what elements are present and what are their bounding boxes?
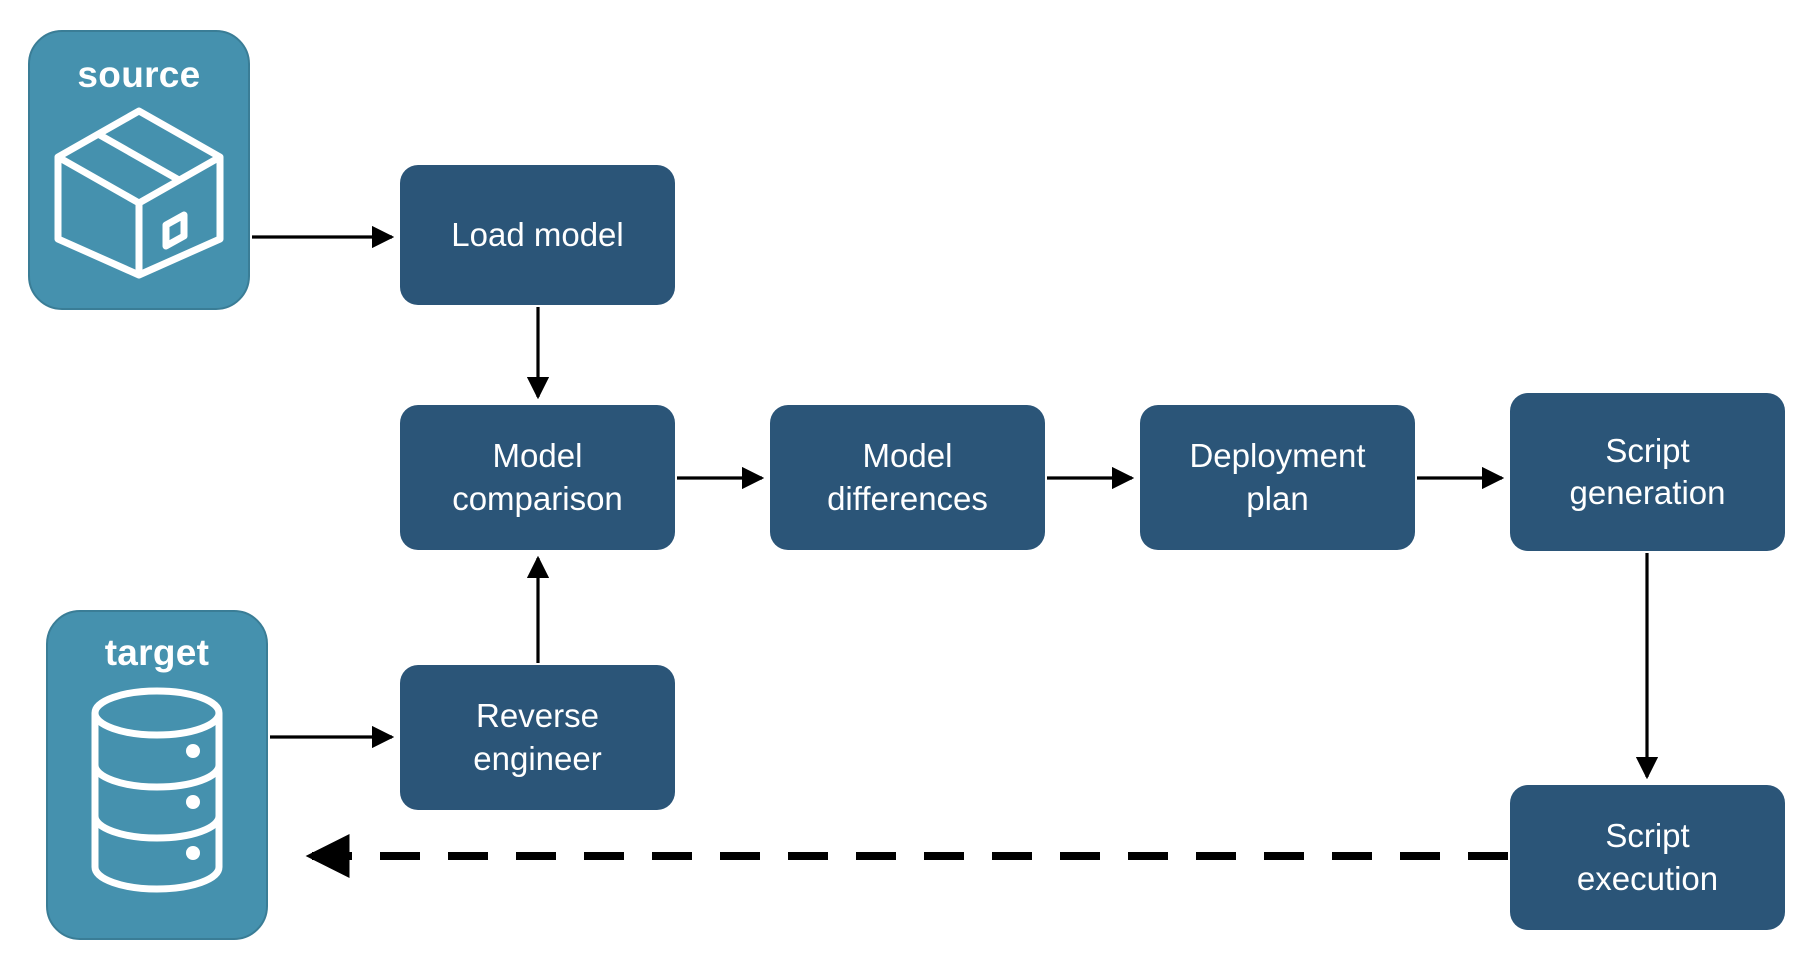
process-model-comparison[interactable]: Model comparison (400, 405, 675, 550)
process-model-comparison-text: Model comparison (452, 437, 623, 517)
process-reverse-engineer-text: Reverse engineer (473, 697, 602, 777)
process-script-generation-text: Script generation (1569, 431, 1726, 511)
process-deployment-plan-text: Deployment plan (1189, 437, 1366, 517)
process-script-execution[interactable]: Script execution (1510, 785, 1785, 930)
process-script-generation[interactable]: Script generation (1510, 393, 1785, 551)
endpoint-source-label: source (77, 54, 201, 95)
endpoint-source[interactable]: source (28, 30, 250, 310)
process-reverse-engineer[interactable]: Reverse engineer (400, 665, 675, 810)
process-script-execution-text: Script execution (1576, 817, 1719, 897)
process-deployment-plan[interactable]: Deployment plan (1140, 405, 1415, 550)
process-model-differences-text: Model differences (827, 437, 988, 517)
endpoint-target-label: target (104, 632, 210, 673)
database-cylinder-icon (77, 685, 237, 900)
package-box-icon (48, 103, 230, 286)
endpoint-target[interactable]: target (46, 610, 268, 940)
process-load-model-text: Load model (451, 215, 624, 253)
process-load-model[interactable]: Load model (400, 165, 675, 305)
process-model-differences[interactable]: Model differences (770, 405, 1045, 550)
